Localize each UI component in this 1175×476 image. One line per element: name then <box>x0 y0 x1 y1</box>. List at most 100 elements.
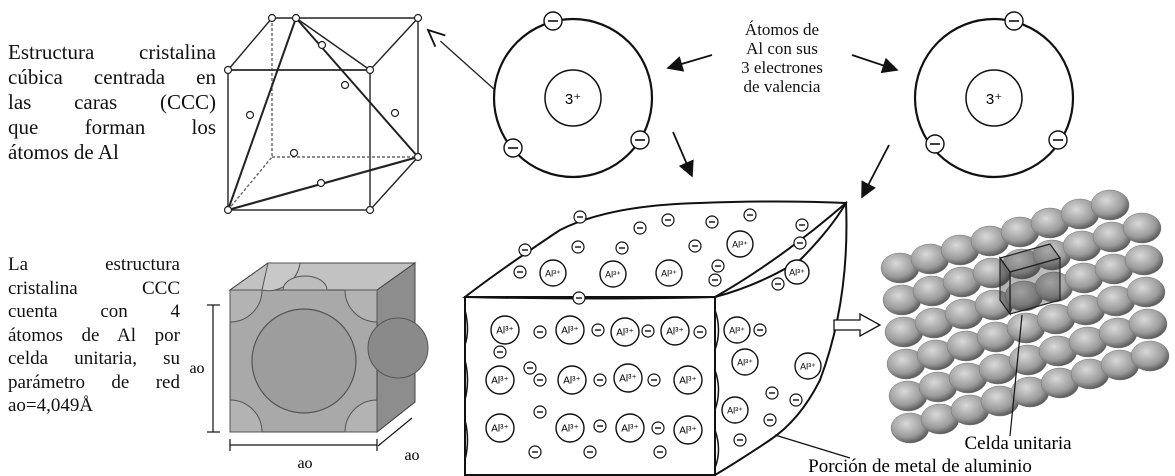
electron-orbit <box>913 17 1075 179</box>
aluminium-ion <box>485 413 515 443</box>
aluminium-ion-label: Al³⁺ <box>491 424 509 435</box>
arrow-label-to-left-atom <box>666 54 713 72</box>
aluminium-ion-label: Al³⁺ <box>563 376 581 387</box>
aluminium-metal-block <box>462 200 848 476</box>
aluminium-ion-label: Al³⁺ <box>561 424 579 435</box>
aluminium-atom-right: 3⁺ <box>913 11 1075 179</box>
lattice-sphere <box>1126 276 1166 308</box>
atom-marker <box>289 148 299 158</box>
nucleus-charge: 3⁺ <box>565 91 581 108</box>
description-line: celda unitaria, su <box>8 348 180 369</box>
atom-marker <box>223 205 233 215</box>
aluminium-ion-label: Al³⁺ <box>679 426 697 437</box>
aluminium-ion <box>490 315 520 345</box>
metal-portion-pointer <box>774 434 851 459</box>
aluminium-ion-label: Al³⁺ <box>729 326 745 336</box>
atom-marker <box>316 178 326 188</box>
atom-marker <box>413 152 423 162</box>
arrow-to-cube <box>428 30 496 91</box>
atoms-label-line: Al con sus <box>746 39 818 58</box>
aluminium-ion <box>673 415 703 445</box>
caption-metal-portion: Porción de metal de aluminio <box>808 456 1032 476</box>
nucleus <box>965 69 1023 127</box>
aluminium-ion <box>655 259 683 287</box>
arrow-to-spheres <box>833 312 882 338</box>
description-line: parámetro de red <box>8 371 180 393</box>
lattice-sphere <box>1124 244 1164 276</box>
aluminium-ion <box>610 317 640 347</box>
description-line: ao=4,049Å <box>8 395 94 416</box>
aluminium-ion-label: Al³⁺ <box>545 269 561 279</box>
atoms-label-line: Átomos de <box>744 20 820 39</box>
atom-marker <box>390 108 400 118</box>
dimension-label-height: ao <box>189 360 204 377</box>
atoms-label-line: de valencia <box>743 77 821 96</box>
description-line: las caras (CCC) <box>8 90 216 114</box>
aluminium-ion <box>557 365 587 395</box>
aluminium-ion-label: Al³⁺ <box>605 270 621 280</box>
nucleus-charge: 3⁺ <box>986 91 1002 108</box>
aluminium-ion-label: Al³⁺ <box>737 358 753 368</box>
caption-unit-cell: Celda unitaria <box>964 433 1072 454</box>
atom-marker <box>365 65 375 75</box>
aluminium-ion-label: Al³⁺ <box>732 240 748 250</box>
atom-marker <box>413 13 423 23</box>
description-line: Estructura cristalina <box>8 40 216 64</box>
aluminium-ion <box>613 363 643 393</box>
aluminium-ion <box>784 259 810 285</box>
aluminium-ion <box>721 396 749 424</box>
unit-cell-pointer <box>1009 314 1023 437</box>
lattice-sphere <box>1122 212 1162 244</box>
lattice-sphere <box>1128 308 1168 340</box>
aluminium-ion-label: Al³⁺ <box>666 327 684 338</box>
arrow-right-atom-to-metal <box>861 144 890 199</box>
description-line: cuenta con 4 <box>8 301 180 322</box>
aluminium-ion-label: Al³⁺ <box>661 269 677 279</box>
dimension-label-width: ao <box>297 455 312 472</box>
description-line: átomos de Al por <box>8 324 180 346</box>
metal-ions: Al³⁺ Al³⁺ Al³⁺ Al³⁺ Al³⁺ Al³⁺ Al³⁺ Al³⁺ Al³⁺ Al³⁺… <box>485 208 822 459</box>
arrow-label-to-right-atom <box>851 54 899 74</box>
aluminium-ion-label: Al³⁺ <box>619 374 637 385</box>
fcc-structure-description: Estructura cristalina cúbica centrada en… <box>8 40 216 165</box>
aluminium-ion-label: Al³⁺ <box>800 362 816 372</box>
aluminium-ion <box>599 260 627 288</box>
nucleus <box>544 69 602 127</box>
aluminium-ion <box>726 230 754 258</box>
dimension-label-depth: ao <box>404 447 419 464</box>
aluminium-ion <box>615 413 645 443</box>
sphere-lattice <box>880 189 1170 444</box>
aluminium-ion-label: Al³⁺ <box>616 328 634 339</box>
description-line: La estructura <box>8 254 180 275</box>
atom-marker <box>245 110 255 120</box>
aluminium-ion <box>660 316 690 346</box>
dimension-lines <box>207 304 413 451</box>
fcc-unit-cell-model <box>228 262 429 434</box>
atoms-label-line: 3 electrones <box>741 58 823 77</box>
aluminium-ion <box>555 315 585 345</box>
aluminium-ion-label: Al³⁺ <box>561 326 579 337</box>
lattice-parameter-description: La estructura cristalina CCC cuenta con … <box>8 253 180 418</box>
description-line: que forman los <box>8 115 216 139</box>
arrow-left-atom-to-metal <box>672 131 694 178</box>
aluminium-ion <box>723 316 751 344</box>
lattice-sphere <box>1130 340 1170 372</box>
aluminium-ion <box>555 413 585 443</box>
aluminium-ion <box>673 365 703 395</box>
metal-block-side-face <box>714 200 848 476</box>
electron-orbit <box>492 17 654 179</box>
fcc-atom-markers <box>223 13 423 215</box>
aluminium-ion <box>539 259 567 287</box>
atom-marker <box>365 205 375 215</box>
aluminium-ion <box>485 365 515 395</box>
unit-cell-box <box>999 243 1061 316</box>
aluminium-ion-label: Al³⁺ <box>496 326 514 337</box>
aluminium-ion <box>794 352 822 380</box>
atom-marker <box>340 80 350 90</box>
description-line: cristalina CCC <box>8 277 180 299</box>
aluminium-ion-label: Al³⁺ <box>491 376 509 387</box>
description-line: átomos de Al <box>8 140 119 164</box>
atoms-label: Átomos de Al con sus 3 electrones de val… <box>712 20 852 96</box>
aluminium-ion-label: Al³⁺ <box>789 268 805 278</box>
